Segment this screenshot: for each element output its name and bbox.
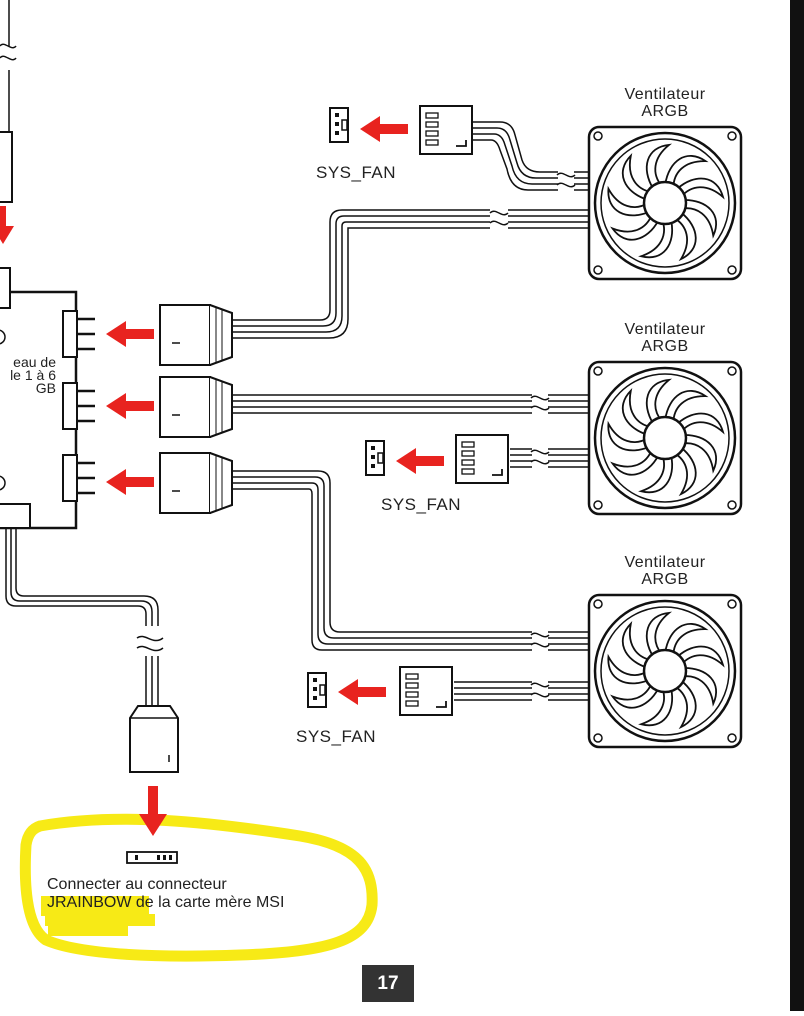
break-3 [530,632,550,648]
jrainbow-note: Connecter au connecteur JRAINBOW de la c… [47,876,284,912]
fan-title-3-line1: Ventilateur [624,554,706,571]
jrainbow-arrow [139,786,167,836]
sysfan-header-1 [329,107,349,143]
argb-plug-3 [159,452,233,514]
jrainbow-plug [129,705,179,773]
sys-fan-label-3: SYS_FAN [296,727,377,746]
hub-label-line3: GB [35,380,56,395]
argb-hub [0,267,97,530]
fan-title-1: Ventilateur ARGB [605,86,725,120]
fan-plug-1 [419,105,473,155]
break-6 [530,682,550,698]
break-4 [556,172,576,188]
sysfan-header-2 [365,440,385,476]
break-1 [489,210,509,226]
page-edge-bar [790,0,804,1011]
argb-plug-1 [159,304,233,366]
sysfan-arrow-3 [338,679,386,705]
argb-cable-3 [232,470,590,651]
hub-label-line2: le 1 à 6 [10,367,56,383]
fan-title-3-line2: ARGB [641,571,689,588]
fan-cable-1 [472,121,590,191]
hub-arrow-2 [106,393,154,419]
fan-plug-2 [455,434,509,484]
fan-cable-2 [510,448,590,468]
sys-fan-label-1: SYS_FAN [316,163,397,182]
fan-title-2-line2: ARGB [641,338,689,355]
break-5 [530,449,550,465]
hub-arrow-1 [106,321,154,347]
note-highlight: JRAINBOW [47,894,132,911]
argb-plug-2 [159,376,233,438]
argb-cable-2 [232,394,590,414]
break-2 [530,395,550,411]
note-line2: JRAINBOW de la carte mère MSI [47,894,284,912]
note-line1: Connecter au connecteur [47,876,227,893]
argb-cable-1 [232,209,590,339]
jrainbow-header [126,851,178,864]
fan-2 [589,362,741,514]
jrainbow-cable [5,528,164,706]
fan-title-2-line1: Ventilateur [624,321,706,338]
fan-3 [589,595,741,747]
fan-title-3: Ventilateur ARGB [605,554,725,588]
fan-cable-3 [454,681,590,701]
fan-title-1-line1: Ventilateur [624,86,706,103]
page-number: 17 [362,965,414,1002]
input-arrow [0,206,14,244]
highlight-annotation [19,813,378,962]
fan-title-1-line2: ARGB [641,103,689,120]
fan-plug-3 [399,666,453,716]
sysfan-arrow-1 [360,116,408,142]
sysfan-arrow-2 [396,448,444,474]
top-cable [0,0,17,203]
fan-title-2: Ventilateur ARGB [605,321,725,355]
hub-label: eau de le 1 à 6 GB [0,356,56,395]
note-rest: de la carte mère MSI [131,894,285,911]
sys-fan-label-2: SYS_FAN [381,495,462,514]
hub-arrow-3 [106,469,154,495]
hub-label-line1: eau de [13,356,56,370]
sysfan-header-3 [307,672,327,708]
fan-1 [589,127,741,279]
